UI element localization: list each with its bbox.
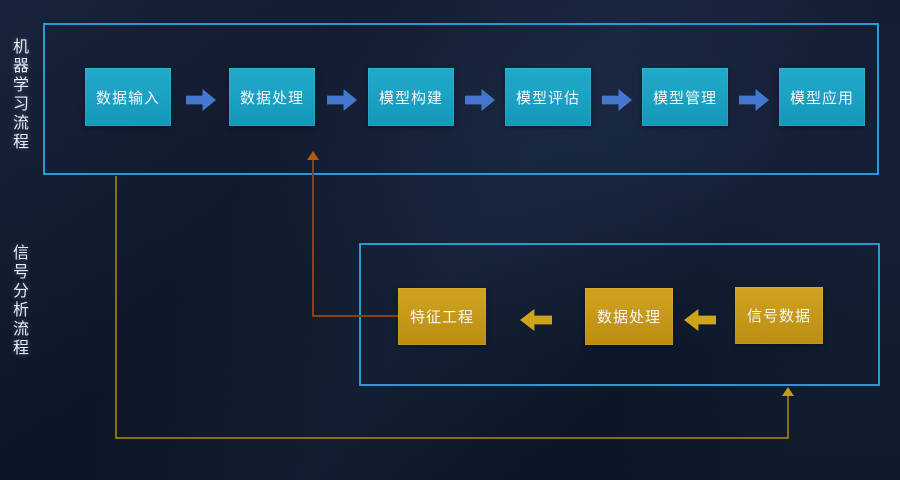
ml-node-label: 模型管理 (652, 89, 717, 107)
ml-node-model-build: 模型构建 (368, 68, 454, 126)
connector-arrowhead-up-icon (307, 151, 319, 160)
ml-node-label: 模型应用 (789, 89, 854, 107)
connector-line (787, 396, 789, 438)
connector-line (115, 437, 789, 439)
ml-flow-frame (43, 23, 879, 175)
signal-node-label: 特征工程 (409, 309, 474, 326)
connector-line (312, 160, 314, 316)
ml-node-data-processing: 数据处理 (229, 68, 315, 126)
ml-node-model-application: 模型应用 (779, 68, 865, 126)
ml-node-data-input: 数据输入 (85, 68, 171, 126)
signal-node-signal-data: 信号数据 (735, 287, 823, 344)
ml-node-label: 模型评估 (515, 89, 580, 107)
ml-node-model-evaluation: 模型评估 (505, 68, 591, 126)
connector-arrowhead-up-icon (782, 387, 794, 396)
signal-node-label: 数据处理 (596, 309, 661, 326)
signal-flow-frame (359, 243, 880, 386)
ml-node-model-management: 模型管理 (642, 68, 728, 126)
signal-flow-title: 信号分析流程 (10, 244, 27, 358)
ml-node-label: 数据处理 (239, 89, 304, 107)
signal-node-label: 信号数据 (746, 308, 811, 325)
signal-node-data-processing: 数据处理 (585, 288, 673, 345)
ml-flow-title: 机器学习流程 (10, 38, 27, 152)
connector-line (115, 176, 117, 438)
connector-line (312, 315, 398, 317)
ml-node-label: 数据输入 (95, 89, 160, 107)
ml-node-label: 模型构建 (378, 89, 443, 107)
signal-node-feature-engineering: 特征工程 (398, 288, 486, 345)
